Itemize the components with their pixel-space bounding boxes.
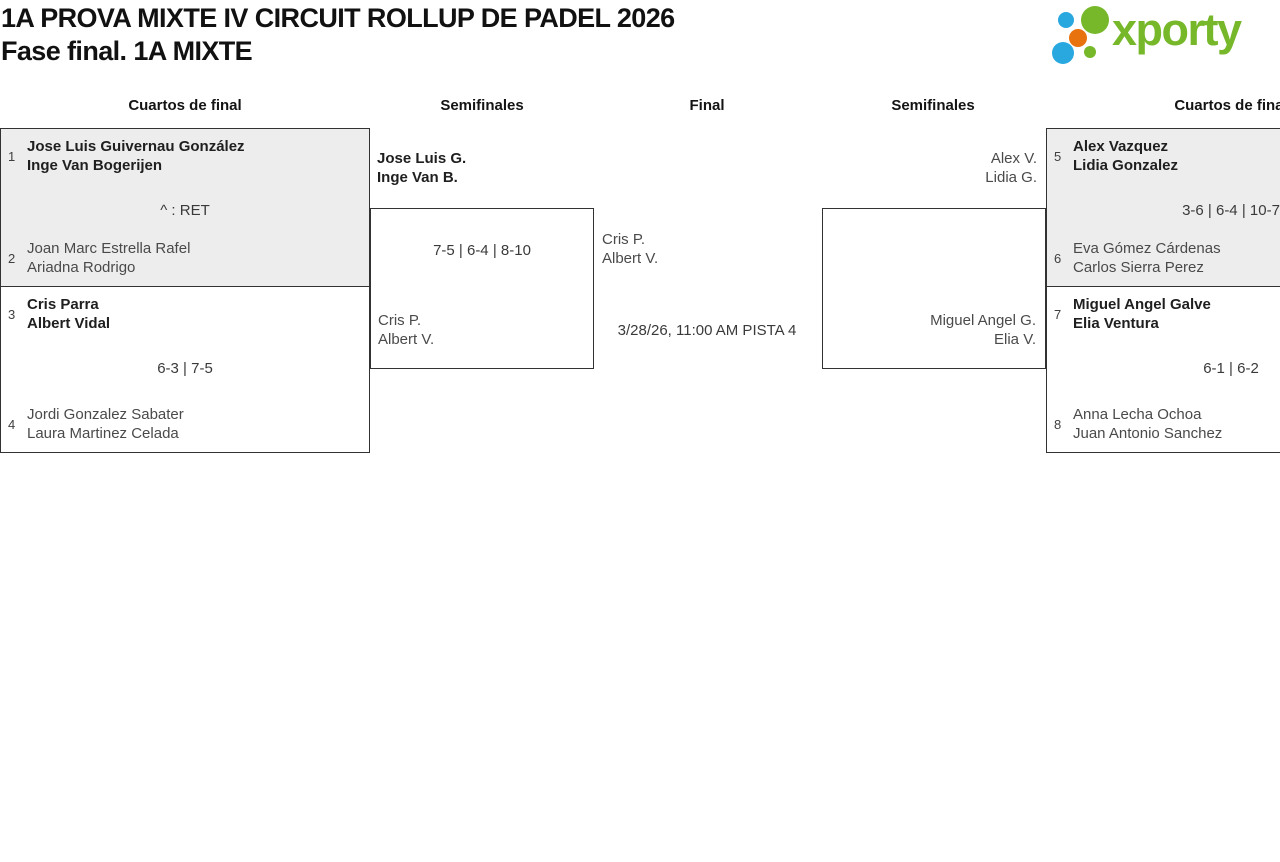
player-name: Lidia Gonzalez <box>1073 157 1179 174</box>
logo-dot-icon <box>1052 42 1074 64</box>
team-entry: 5 Alex Vazquez Lidia Gonzalez <box>1054 137 1280 175</box>
logo-wordmark: xporty <box>1112 4 1242 55</box>
player-name: Alex Vazquez <box>1073 138 1169 155</box>
seed-number: 8 <box>1054 416 1062 432</box>
player-name: Jose Luis Guivernau González <box>27 138 245 155</box>
seed-number: 5 <box>1054 148 1062 164</box>
match-qf2[interactable]: 3 Cris Parra Albert Vidal 6-3 | 7-5 4 Jo… <box>0 287 370 453</box>
match-qf1[interactable]: 1 Jose Luis Guivernau González Inge Van … <box>0 128 370 287</box>
player-name: Juan Antonio Sanchez <box>1073 425 1223 442</box>
round-header-quarterfinals-right: Cuartos de final <box>1174 97 1280 114</box>
player-name: Elia V. <box>994 331 1036 348</box>
match-score: 3-6 | 6-4 | 10-7 <box>1182 202 1280 219</box>
logo-dot-icon <box>1084 46 1096 58</box>
team-players: Joan Marc Estrella Rafel Ariadna Rodrigo <box>27 239 190 277</box>
seed-number: 6 <box>1054 250 1062 266</box>
round-header-final: Final <box>689 97 725 114</box>
page-title-block: 1A PROVA MIXTE IV CIRCUIT ROLLUP DE PADE… <box>1 2 675 68</box>
match-score: 7-5 | 6-4 | 8-10 <box>433 242 531 259</box>
round-header-semifinals-left: Semifinales <box>440 97 524 114</box>
semifinal-right-bottom-team: Miguel Angel G. Elia V. <box>930 311 1036 349</box>
player-name: Joan Marc Estrella Rafel <box>27 240 191 257</box>
phase-subtitle: Fase final. 1A MIXTE <box>1 36 253 66</box>
match-qf3[interactable]: 5 Alex Vazquez Lidia Gonzalez 3-6 | 6-4 … <box>1046 128 1280 287</box>
team-players: Jordi Gonzalez Sabater Laura Martinez Ce… <box>27 405 184 443</box>
team-entry: 1 Jose Luis Guivernau González Inge Van … <box>8 137 361 175</box>
round-header-semifinals-right: Semifinales <box>891 97 975 114</box>
player-name: Miguel Angel Galve <box>1073 296 1211 313</box>
match-score: 6-3 | 7-5 <box>157 360 213 377</box>
logo-dot-icon <box>1069 29 1087 47</box>
team-entry: 2 Joan Marc Estrella Rafel Ariadna Rodri… <box>8 239 361 277</box>
player-name: Alex V. <box>990 150 1037 167</box>
player-name: Cris P. <box>378 312 422 329</box>
semifinal-right-top-team: Alex V. Lidia G. <box>985 149 1037 187</box>
player-name: Cris P. <box>602 231 646 248</box>
player-name: Laura Martinez Celada <box>27 425 179 442</box>
team-players: Alex Vazquez Lidia Gonzalez <box>1073 137 1178 175</box>
round-header-quarterfinals-left: Cuartos de final <box>128 97 242 114</box>
player-name: Elia Ventura <box>1073 315 1159 332</box>
player-name: Albert V. <box>602 250 659 267</box>
team-players: Miguel Angel Galve Elia Ventura <box>1073 295 1211 333</box>
player-name: Jose Luis G. <box>377 150 467 167</box>
team-players: Eva Gómez Cárdenas Carlos Sierra Perez <box>1073 239 1221 277</box>
match-score: 6-1 | 6-2 <box>1203 360 1259 377</box>
match-semifinal-right[interactable]: Miguel Angel G. Elia V. <box>822 208 1046 369</box>
seed-number: 1 <box>8 148 16 164</box>
tournament-title: 1A PROVA MIXTE IV CIRCUIT ROLLUP DE PADE… <box>1 3 675 33</box>
player-name: Inge Van B. <box>377 169 458 186</box>
match-qf4[interactable]: 7 Miguel Angel Galve Elia Ventura 6-1 | … <box>1046 287 1280 453</box>
player-name: Albert Vidal <box>27 315 111 332</box>
seed-number: 2 <box>8 250 16 266</box>
xporty-logo[interactable]: xporty <box>1048 0 1278 72</box>
seed-number: 3 <box>8 306 16 322</box>
semifinal-left-bottom-team: Cris P. Albert V. <box>378 311 434 349</box>
player-name: Albert V. <box>378 331 435 348</box>
team-entry: 7 Miguel Angel Galve Elia Ventura <box>1054 295 1280 333</box>
player-name: Miguel Angel G. <box>930 312 1036 329</box>
logo-dot-icon <box>1058 12 1074 28</box>
player-name: Carlos Sierra Perez <box>1073 259 1204 276</box>
match-score: ^ : RET <box>160 202 210 219</box>
player-name: Cris Parra <box>27 296 99 313</box>
team-entry: 6 Eva Gómez Cárdenas Carlos Sierra Perez <box>1054 239 1280 277</box>
team-players: Jose Luis Guivernau González Inge Van Bo… <box>27 137 245 175</box>
seed-number: 7 <box>1054 306 1062 322</box>
team-players: Anna Lecha Ochoa Juan Antonio Sanchez <box>1073 405 1222 443</box>
player-name: Jordi Gonzalez Sabater <box>27 406 184 423</box>
team-entry: 4 Jordi Gonzalez Sabater Laura Martinez … <box>8 405 361 443</box>
final-schedule: 3/28/26, 11:00 AM PISTA 4 <box>617 322 797 339</box>
player-name: Ariadna Rodrigo <box>27 259 136 276</box>
team-players: Cris Parra Albert Vidal <box>27 295 110 333</box>
player-name: Lidia G. <box>985 169 1037 186</box>
match-semifinal-left[interactable]: 7-5 | 6-4 | 8-10 Cris P. Albert V. <box>370 208 594 369</box>
player-name: Inge Van Bogerijen <box>27 157 163 174</box>
player-name: Eva Gómez Cárdenas <box>1073 240 1221 257</box>
team-entry: 3 Cris Parra Albert Vidal <box>8 295 361 333</box>
seed-number: 4 <box>8 416 16 432</box>
logo-dot-icon <box>1081 6 1109 34</box>
final-top-team: Cris P. Albert V. <box>602 230 658 268</box>
semifinal-left-top-team: Jose Luis G. Inge Van B. <box>377 149 466 187</box>
team-entry: 8 Anna Lecha Ochoa Juan Antonio Sanchez <box>1054 405 1280 443</box>
player-name: Anna Lecha Ochoa <box>1073 406 1202 423</box>
